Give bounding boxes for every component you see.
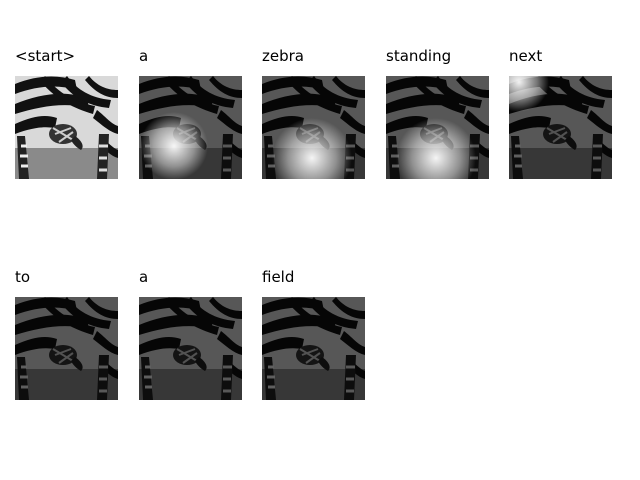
caption-word: next [509, 47, 543, 65]
attention-highlight [509, 76, 549, 112]
caption-word: zebra [262, 47, 304, 65]
attention-highlight [140, 112, 208, 179]
attention-map-image [509, 76, 612, 179]
caption-word: to [15, 268, 31, 286]
caption-word: a [139, 268, 149, 286]
attention-map-image [15, 76, 118, 179]
caption-word: standing [386, 47, 452, 65]
attention-highlight [272, 118, 352, 179]
attention-map-image [139, 297, 242, 400]
attention-map-image [262, 297, 365, 400]
attention-map-image [386, 76, 489, 179]
caption-word: <start> [15, 47, 76, 65]
caption-word: field [262, 268, 295, 286]
attention-map-image [139, 76, 242, 179]
attention-highlight [396, 118, 476, 179]
attention-map-image [15, 297, 118, 400]
attention-map-image [262, 76, 365, 179]
caption-word: a [139, 47, 149, 65]
